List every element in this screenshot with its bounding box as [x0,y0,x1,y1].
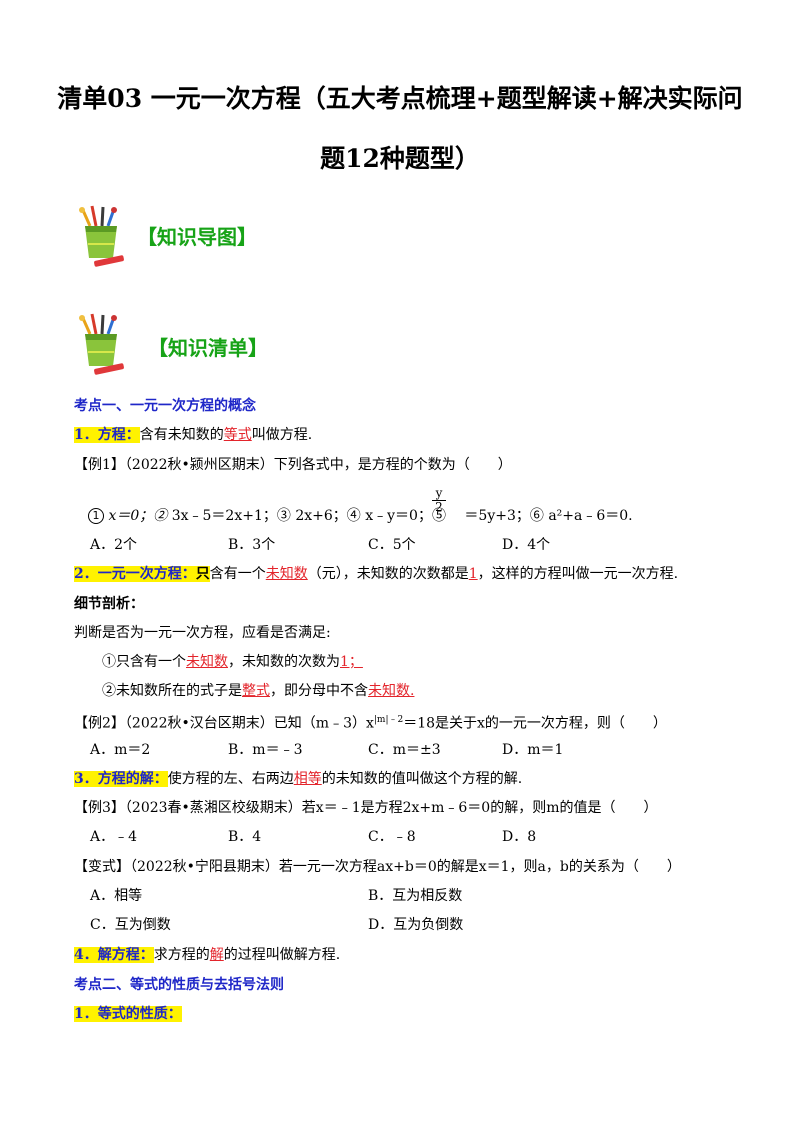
variant-option-b: B．互为相反数 [368,888,463,904]
example-3-option-b: B．4 [228,829,262,845]
example-1-option-d: D．4个 [502,537,551,553]
example-3-option-a: A．﹣4 [90,829,138,845]
analysis-intro: 判断是否为一元一次方程，应看是否满足: [74,625,331,641]
section-title-knowledge-list: 【知识清单】 [148,336,268,360]
example-3-stem: 【例3】（2023春•蒸湘区校级期末）若x＝﹣1是方程2x+m﹣6＝0的解，则m… [74,800,658,816]
example-1-option-c: C．5个 [368,537,416,553]
example-1-items: 1 x＝0；② 3x﹣5＝2x+1；③ 2x+6；④ x﹣y＝0；⑤ ＝5y+3… [88,506,633,526]
def-solving: 4．解方程：求方程的解的过程叫做解方程. [74,947,341,963]
analysis-point-2: ②未知数所在的式子是整式，即分母中不含未知数. [102,683,415,699]
example-3-option-d: D．8 [502,829,537,845]
page-title-line1: 清单03 一元一次方程（五大考点梳理+题型解读+解决实际问 [57,84,743,113]
variant-option-a: A．相等 [90,888,143,904]
kp1-heading: 考点一、一元一次方程的概念 [74,398,256,414]
variant-stem: 【变式】（2022秋•宁阳县期末）若一元一次方程ax+b＝0的解是x＝1，则a，… [74,859,681,875]
pencil-cup-icon [79,205,124,267]
analysis-point-1: ①只含有一个未知数，未知数的次数为1； [102,654,363,670]
example-1-option-b: B．3个 [228,537,276,553]
variant-option-d: D．互为负倒数 [368,917,464,933]
page-title-line2: 题12种题型） [320,144,480,173]
def-solution: 3．方程的解：使方程的左、右两边相等的未知数的值叫做这个方程的解. [74,771,523,787]
kp2-subheading: 1．等式的性质： [74,1006,182,1022]
fraction-y-over-2: y 2 [432,487,446,514]
example-2-option-c: C．m＝±3 [368,742,441,758]
section-title-knowledge-map: 【知识导图】 [137,225,257,249]
example-2-option-b: B．m＝﹣3 [228,742,303,758]
pencil-cup-icon [79,313,124,375]
example-2-option-d: D．m＝1 [502,742,564,758]
example-2-option-a: A．m＝2 [90,742,151,758]
kp2-heading: 考点二、等式的性质与去括号法则 [74,977,284,993]
analysis-heading: 细节剖析： [74,596,144,612]
def-equation: 1．方程：含有未知数的等式叫做方程. [74,427,313,443]
variant-option-c: C．互为倒数 [90,917,171,933]
example-1-stem: 【例1】（2022秋•颍州区期末）下列各式中，是方程的个数为（ ） [74,457,512,473]
def-linear-equation: 2．一元一次方程：只含有一个未知数（元），未知数的次数都是1，这样的方程叫做一元… [74,566,679,582]
example-1-option-a: A．2个 [90,537,138,553]
example-2-stem: 【例2】（2022秋•汉台区期末）已知（m﹣3）x|m|﹣2＝18是关于x的一元… [74,715,667,732]
example-3-option-c: C．﹣8 [368,829,416,845]
